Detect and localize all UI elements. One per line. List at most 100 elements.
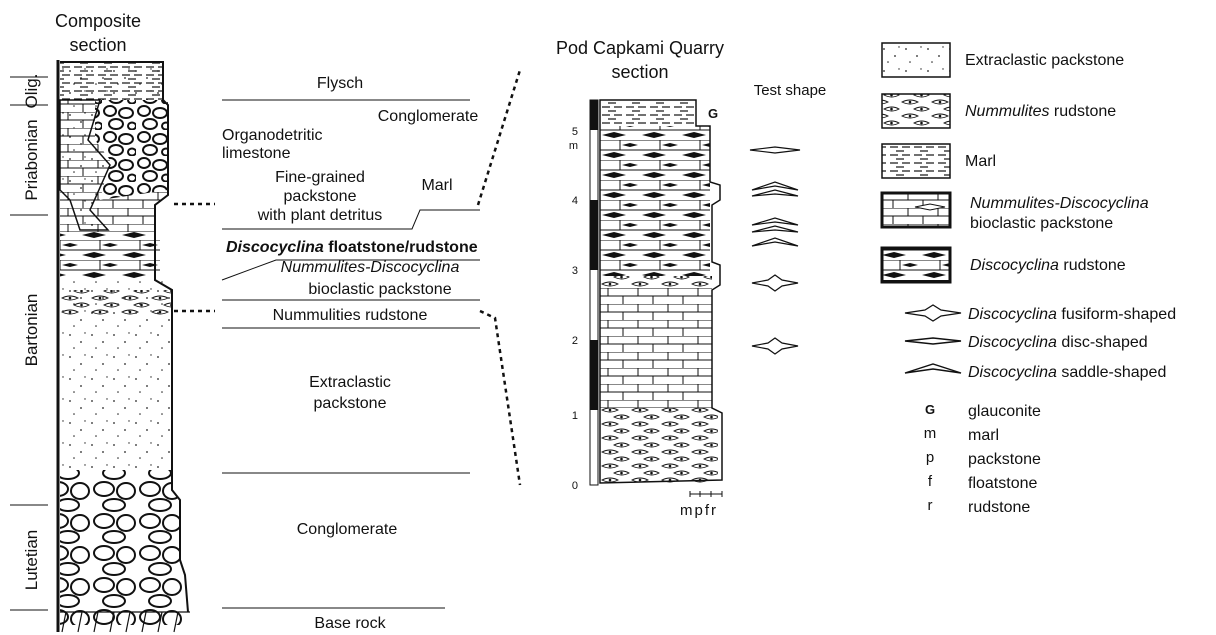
legend-nummulites-rest: rudstone — [1049, 103, 1116, 120]
upper-conglomerate-wedge — [95, 100, 168, 200]
legend-disco-rud-rest: rudstone — [1059, 257, 1126, 274]
lower-conglomerate-layer — [60, 470, 185, 625]
legend-saddle-icon — [904, 363, 962, 374]
composite-title-line1: Composite — [55, 11, 141, 31]
legend-disc-italic: Discocyclina — [968, 334, 1057, 351]
abbrev-desc-g: glauconite — [968, 403, 1041, 420]
facies-extraclastic-1: Extraclastic — [309, 374, 391, 391]
composite-section: Composite section Olig. Priabonian Barto… — [10, 11, 190, 633]
quarry-nummulites-layer — [600, 408, 718, 483]
base-rock-hatch — [60, 611, 190, 633]
legend-fusiform-italic: Discocyclina — [968, 306, 1057, 323]
legend-fusiform-icon — [904, 304, 962, 322]
legend-numdisc-1: Nummulites-Discocyclina — [970, 195, 1149, 212]
quarry-discocyclina-lower — [600, 288, 712, 408]
scale-bar — [589, 99, 599, 486]
legend-fusiform: Discocyclina fusiform-shaped — [968, 306, 1176, 323]
scale-bar-black — [590, 200, 598, 270]
abbrev-desc-f: floatstone — [968, 475, 1037, 492]
facies-marl: Marl — [421, 177, 452, 194]
facies-numdisc-1: Nummulites-Discocyclina — [281, 259, 460, 276]
age-priabonian: Priabonian — [22, 119, 41, 200]
facies-discocyclina-float: Discocyclina floatstone/rudstone — [226, 239, 478, 256]
composite-outline — [60, 61, 189, 613]
scale-bar-black — [590, 100, 598, 130]
facies-labels: Flysch Conglomerate Organodetritic limes… — [221, 75, 480, 632]
facies-base-rock: Base rock — [314, 615, 386, 632]
abbrev-sym-m: m — [924, 425, 937, 442]
quarry-outline — [599, 99, 723, 484]
legend-swatch-disco-rud — [880, 246, 952, 284]
scale-tick-0: 0 — [572, 480, 578, 492]
abbrev-sym-p: p — [926, 449, 934, 466]
scale-tick-2: 2 — [572, 335, 578, 347]
test-shape-label: Test shape — [754, 82, 827, 99]
legend-disc-icon — [904, 337, 962, 345]
facies-organodetritic-2: limestone — [222, 145, 291, 162]
scale-bar-black — [590, 340, 598, 410]
saddle-shape-icon — [751, 189, 799, 197]
legend: Extraclastic packstone Nummulites rudsto… — [880, 42, 1176, 516]
legend-nummulites-italic: Nummulites — [965, 103, 1049, 120]
disc-shape-icon — [749, 146, 801, 154]
facies-finegrained-3: with plant detritus — [257, 207, 383, 224]
age-bartonian: Bartonian — [22, 294, 41, 367]
scale-unit: m — [569, 140, 578, 152]
legend-saddle-italic: Discocyclina — [968, 364, 1057, 381]
quarry-discocyclina-upper — [600, 126, 710, 276]
legend-numdisc-2: bioclastic packstone — [970, 215, 1113, 232]
saddle-shape-icon — [751, 217, 799, 226]
legend-swatch-marl — [881, 143, 951, 179]
fusiform-shape-icon — [751, 337, 799, 355]
legend-abbreviations: G glauconite m marl p packstone f floats… — [924, 402, 1041, 516]
saddle-shape-icon — [751, 237, 799, 247]
facies-conglomerate-lower: Conglomerate — [297, 521, 398, 538]
abbrev-desc-p: packstone — [968, 451, 1041, 468]
scale-tick-3: 3 — [572, 265, 578, 277]
facies-organodetritic-1: Organodetritic — [222, 127, 323, 144]
legend-saddle-rest: saddle-shaped — [1057, 364, 1166, 381]
extraclastic-layer — [60, 280, 172, 470]
texture-axis-labels: mpfr — [680, 502, 718, 519]
legend-swatch-nummulites — [881, 93, 951, 129]
age-lutetian: Lutetian — [22, 530, 41, 591]
facies-divider — [222, 209, 480, 230]
discocyclina-floatstone-layer — [60, 232, 160, 280]
quarry-marl-layer — [600, 100, 696, 126]
legend-extraclastic: Extraclastic packstone — [965, 52, 1124, 69]
abbrev-sym-g: G — [925, 402, 935, 417]
fusiform-shape-icon — [751, 274, 799, 292]
facies-finegrained-1: Fine-grained — [275, 169, 365, 186]
facies-nummulities-rudstone: Nummulities rudstone — [273, 307, 428, 324]
facies-finegrained-2: packstone — [284, 188, 357, 205]
scale-tick-5: 5 — [572, 126, 578, 138]
abbrev-desc-m: marl — [968, 427, 999, 444]
quarry-title-line1: Pod Capkami Quarry — [556, 38, 724, 58]
composite-title-line2: section — [69, 35, 126, 55]
facies-discocyclina-float-italic: Discocyclina — [226, 239, 324, 256]
legend-fusiform-rest: fusiform-shaped — [1057, 306, 1176, 323]
legend-swatch-numdisc — [880, 191, 952, 229]
facies-divider — [221, 259, 480, 281]
legend-saddle: Discocyclina saddle-shaped — [968, 364, 1166, 381]
saddle-shape-icon — [751, 225, 799, 233]
test-shape-symbols — [749, 146, 801, 355]
scale-tick-1: 1 — [572, 410, 578, 422]
correlation-lines — [174, 69, 522, 486]
abbrev-desc-r: rudstone — [968, 499, 1030, 516]
abbrev-sym-f: f — [928, 473, 933, 490]
legend-disc-rest: disc-shaped — [1057, 334, 1148, 351]
legend-numdisc-fossil — [914, 203, 946, 211]
scale-tick-4: 4 — [572, 195, 578, 207]
facies-numdisc-2: bioclastic packstone — [308, 281, 451, 298]
facies-extraclastic-2: packstone — [314, 395, 387, 412]
quarry-section: Pod Capkami Quarry section Test shape 0 … — [556, 38, 826, 519]
legend-marl: Marl — [965, 153, 996, 170]
legend-disc: Discocyclina disc-shaped — [968, 334, 1148, 351]
glauconite-mark: G — [708, 106, 718, 121]
facies-discocyclina-float-rest: floatstone/rudstone — [324, 239, 478, 256]
facies-flysch: Flysch — [317, 75, 363, 92]
facies-conglomerate-upper: Conglomerate — [378, 108, 479, 125]
legend-disco-rud: Discocyclina rudstone — [970, 257, 1126, 274]
